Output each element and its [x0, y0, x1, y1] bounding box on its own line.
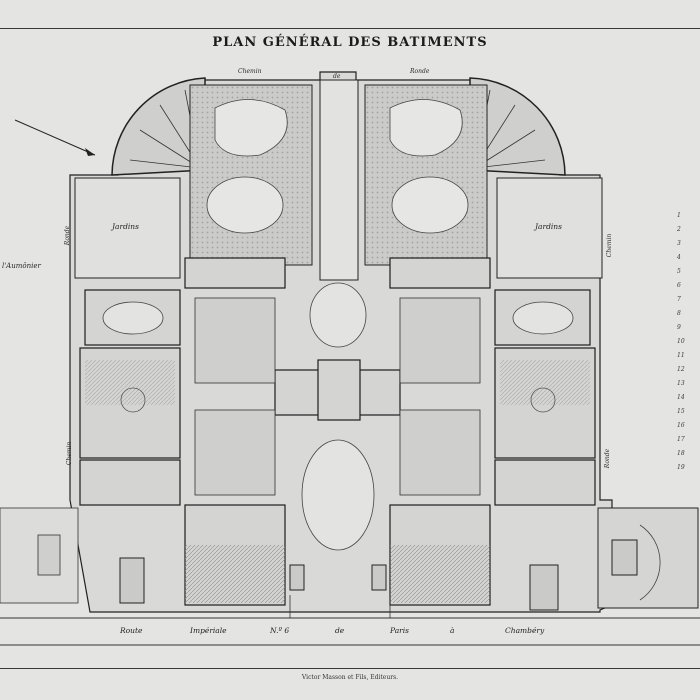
legend-number: 5: [677, 268, 681, 275]
side-road-left-lower: Chemin: [66, 441, 74, 466]
bottom-road-part-1: Route: [120, 626, 143, 635]
legend-number: 10: [677, 338, 685, 345]
bottom-road-part-6: à: [450, 626, 455, 635]
garden-label-right: Jardins: [535, 222, 562, 231]
bottom-road-part-4: de: [335, 626, 345, 635]
bottom-road-part-2: Impériale: [190, 626, 227, 635]
publisher-line: Victor Masson et Fils, Editeurs.: [301, 674, 399, 681]
legend-number: 11: [677, 352, 685, 359]
legend-number: 9: [677, 324, 681, 331]
legend-number: 15: [677, 408, 685, 415]
legend-number: 3: [677, 240, 681, 247]
legend-number: 1: [677, 212, 681, 219]
top-border-line: [0, 28, 700, 29]
legend-number: 19: [677, 464, 685, 471]
legend-number: 12: [677, 366, 685, 373]
legend-number: 8: [677, 310, 681, 317]
legend-number: 16: [677, 422, 685, 429]
legend-number: 17: [677, 436, 685, 443]
top-road-label-de: de: [333, 73, 341, 80]
legend-number: 18: [677, 450, 685, 457]
bottom-road-part-7: Chambéry: [505, 626, 545, 635]
legend-number: 2: [677, 226, 681, 233]
bottom-road-part-5: Paris: [390, 626, 410, 635]
legend-number: 6: [677, 282, 681, 289]
top-road-label-left: Chemin: [238, 68, 262, 75]
bottom-road-part-3: N.º 6: [270, 626, 290, 635]
side-road-right: Chemin: [606, 233, 614, 258]
left-margin-label: l'Aumônier: [2, 262, 41, 270]
legend-number: 4: [677, 254, 681, 261]
bottom-border-line: [0, 668, 700, 669]
legend-number: 7: [677, 296, 681, 303]
legend-number: 13: [677, 380, 685, 387]
plan-title: PLAN GÉNÉRAL DES BATIMENTS: [212, 35, 488, 50]
legend-number: 14: [677, 394, 685, 401]
side-road-left: Ronde: [64, 225, 72, 246]
top-road-label-right: Ronde: [410, 68, 430, 75]
garden-label-left: Jardins: [112, 222, 139, 231]
side-road-right-lower: Ronde: [604, 448, 612, 469]
